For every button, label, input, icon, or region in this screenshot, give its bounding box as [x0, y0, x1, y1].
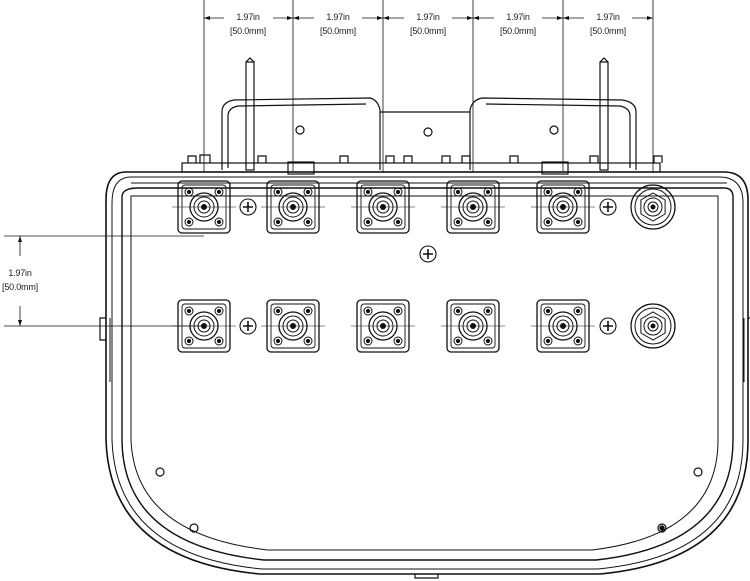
dim-h3-imperial: 1.97in	[416, 12, 440, 22]
n-connector-square	[351, 299, 415, 353]
dim-h4-metric: [50.0mm]	[500, 26, 536, 36]
n-connector-square	[441, 299, 505, 353]
dim-h4-imperial: 1.97in	[506, 12, 530, 22]
dim-h1-imperial: 1.97in	[236, 12, 260, 22]
n-connector-round	[630, 184, 676, 230]
dim-v-metric: [50.0mm]	[2, 282, 38, 292]
connector-array	[172, 180, 676, 353]
mounting-bracket	[181, 57, 663, 175]
screw-head	[599, 317, 617, 335]
n-connector-round	[630, 303, 676, 349]
dim-h2-imperial: 1.97in	[326, 12, 350, 22]
n-connector-square	[261, 180, 325, 234]
dim-v-imperial: 1.97in	[8, 268, 32, 278]
horizontal-dimensions: 1.97in [50.0mm] 1.97in [50.0mm] 1.97in […	[203, 0, 654, 172]
n-connector-square	[441, 180, 505, 234]
n-connector-square	[172, 299, 236, 353]
n-connector-square	[261, 299, 325, 353]
screw-head	[239, 317, 257, 335]
vertical-dimension: 1.97in [50.0mm]	[2, 235, 204, 327]
screw-head	[419, 245, 437, 263]
enclosure-body	[99, 171, 750, 579]
dim-h5-metric: [50.0mm]	[590, 26, 626, 36]
dim-h5-imperial: 1.97in	[596, 12, 620, 22]
n-connector-square	[351, 180, 415, 234]
screw-head	[239, 198, 257, 216]
dim-h1-metric: [50.0mm]	[230, 26, 266, 36]
dim-h3-metric: [50.0mm]	[410, 26, 446, 36]
strip-bolts	[187, 155, 663, 163]
panel-screws	[239, 198, 617, 335]
n-connector-square	[172, 180, 236, 234]
screw-head	[599, 198, 617, 216]
dim-h2-metric: [50.0mm]	[320, 26, 356, 36]
n-connector-square	[531, 180, 595, 234]
n-connector-square	[531, 299, 595, 353]
